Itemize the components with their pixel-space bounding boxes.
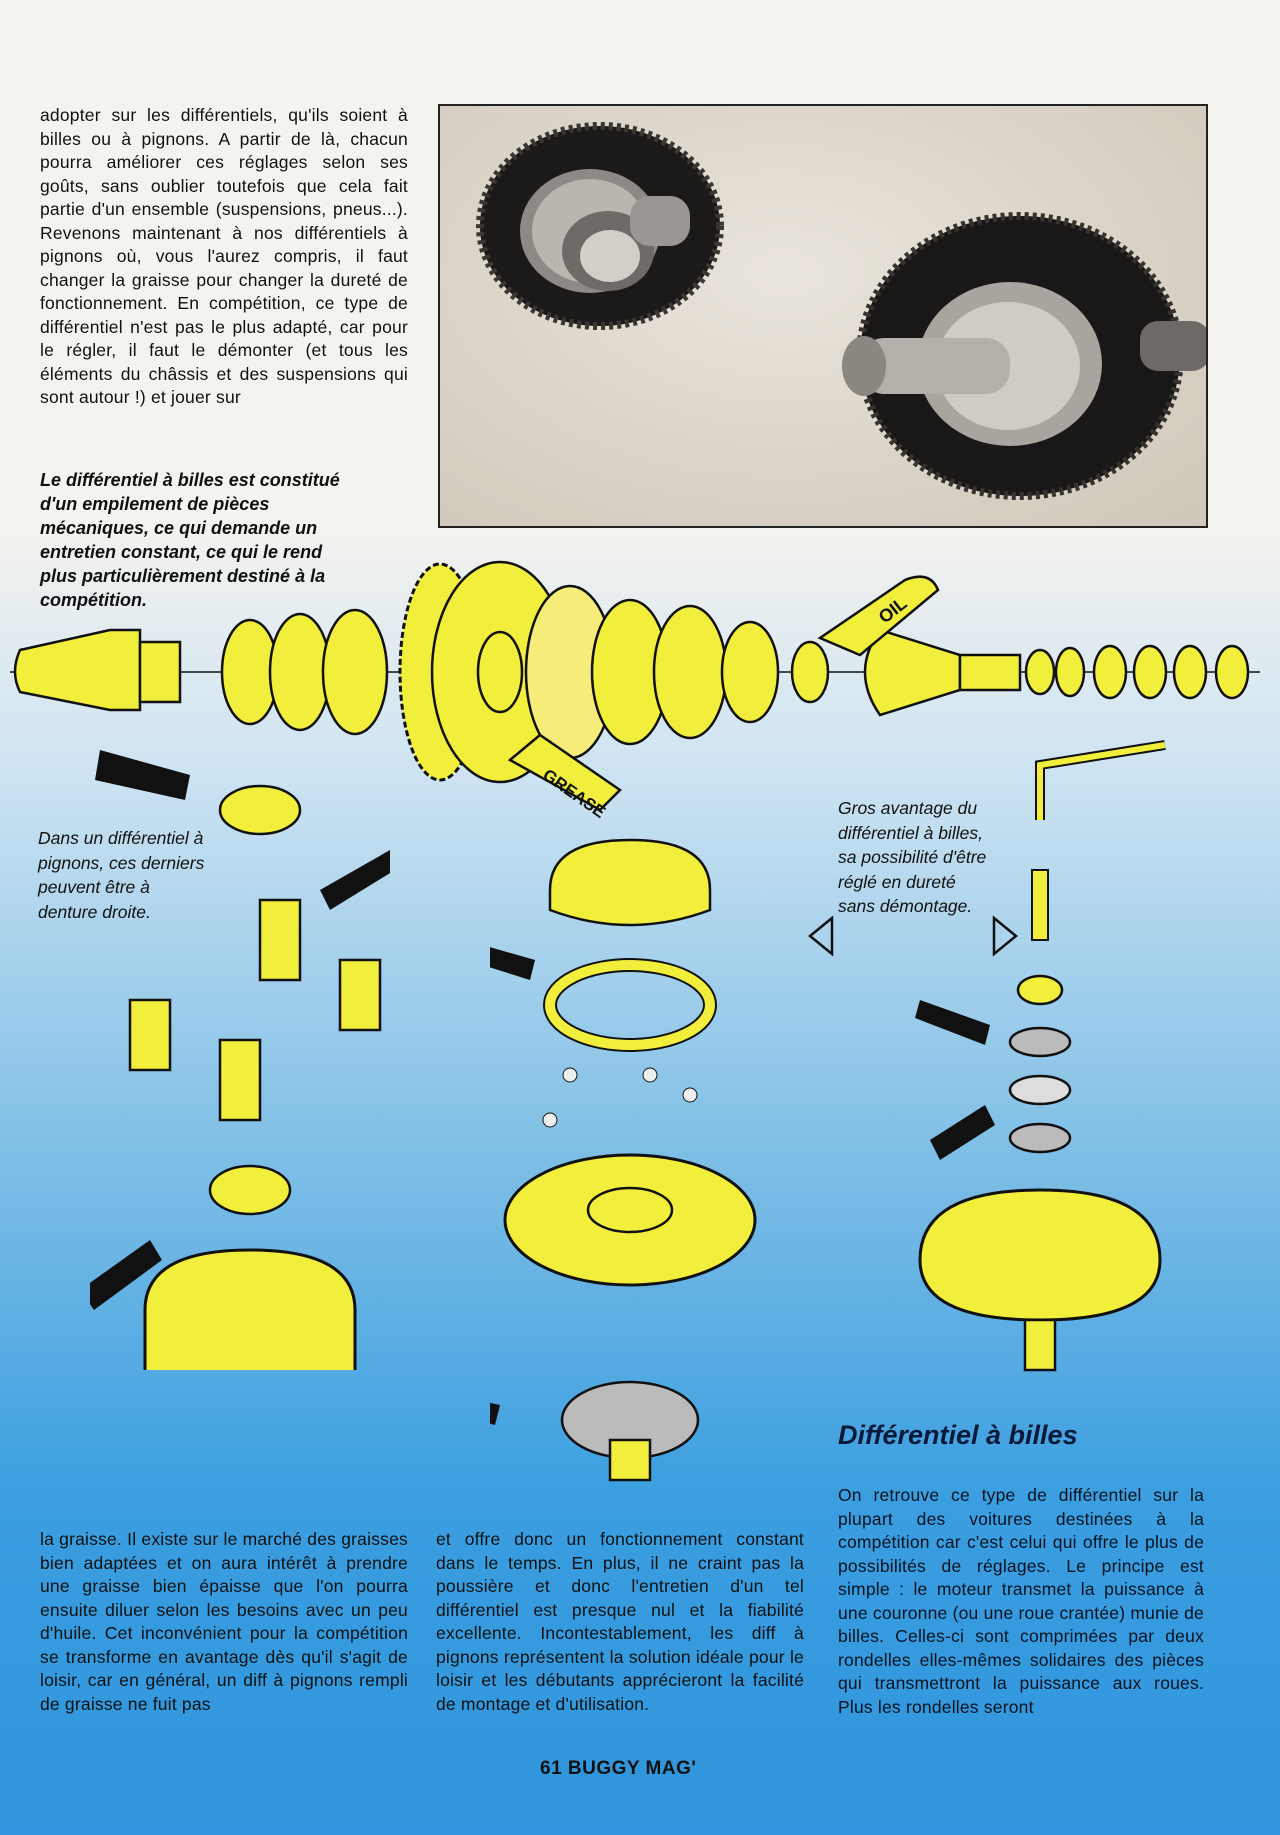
caption-ball-differential: Le différentiel à billes est constitué d… [40,470,340,610]
ball-differential-diagram [490,838,757,1482]
article-text-top: adopter sur les différentiels, qu'ils so… [40,105,408,407]
differential-photo [438,104,1208,528]
article-text-bottom-col1: la graisse. Il existe sur le marché des … [40,1529,408,1714]
page-footer: 61 BUGGY MAG' [540,1758,697,1779]
article-text-bottom-col3: On retrouve ce type de différentiel sur … [838,1485,1204,1717]
left-triangle-icon [808,915,834,957]
right-triangle-icon [992,915,1018,957]
section-heading-ball-differential: Différentiel à billes [838,1420,1078,1450]
exploded-axle-diagram [10,560,1260,812]
gear-differential-diagram [90,750,390,1370]
article-text-bottom-col2: et offre donc un fonctionnement constant… [436,1529,804,1714]
adjustable-ball-differential-diagram [915,740,1166,1372]
caption-ball-diff-advantage: Gros avantage du différentiel à billes, … [838,798,987,916]
caption-gear-differential: Dans un différentiel à pignons, ces dern… [38,828,205,922]
